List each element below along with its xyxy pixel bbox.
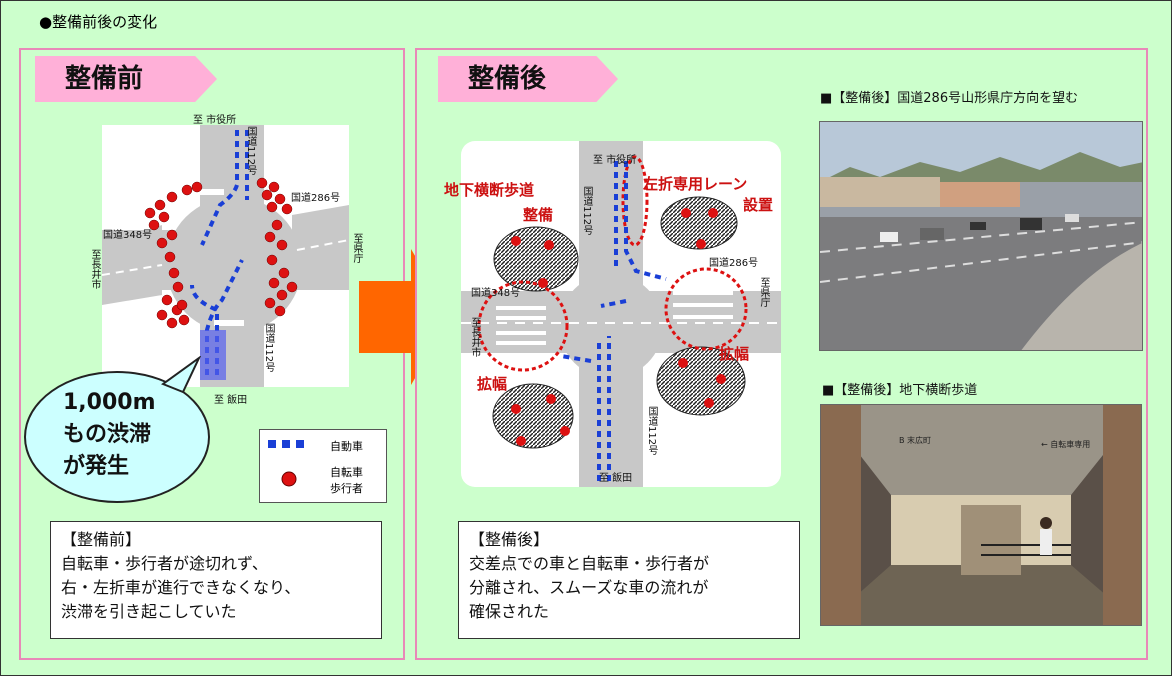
before-r112s-label: 国道112号 [263, 323, 274, 373]
widen-label-east: 拡幅 [719, 345, 750, 363]
legend-bike: 自転車 [330, 466, 363, 479]
bubble-tail [161, 356, 201, 394]
underpass-label: 地下横断歩道 [444, 181, 535, 199]
before-south-label: 至 飯田 [214, 395, 248, 406]
after-north-label: 至 市役所 [593, 155, 637, 166]
congestion-bubble [24, 371, 210, 503]
congestion-bubble-text: 1,000m もの渋滞 が発生 [63, 387, 156, 483]
photo-caption-underpass: ■【整備後】地下横断歩道 [822, 383, 978, 398]
after-r112s-label: 国道112号 [646, 406, 657, 456]
page-title: ●整備前後の変化 [39, 13, 158, 31]
road-photo [819, 121, 1143, 351]
after-east-label: 至県庁 [758, 277, 769, 307]
before-textbox: 【整備前】 自転車・歩行者が途切れず、 右・左折車が進行できなくなり、 渋滞を引… [50, 521, 382, 639]
before-r112n-label: 国道112号 [245, 126, 256, 176]
underpass-photo [820, 404, 1142, 626]
underpass-sign-2: ← 自転車専用 [1041, 440, 1091, 449]
bubble-line: 1,000m [63, 390, 156, 415]
photo-caption-road: ■【整備後】国道286号山形県庁方向を望む [820, 91, 1079, 106]
after-west-label: 至長井市 [469, 317, 480, 357]
leftlane-label-2: 設置 [743, 196, 774, 214]
before-box-line: 自転車・歩行者が途切れず、 [61, 554, 268, 573]
legend-walker: 歩行者 [330, 482, 363, 495]
legend-car: 自動車 [330, 440, 363, 453]
legend: 自動車 自転車 歩行者 [259, 429, 387, 503]
before-box-title: 【整備前】 [61, 530, 142, 549]
before-box-line: 渋滞を引き起こしていた [61, 602, 237, 621]
after-box-line: 分離され、スムーズな車の流れが [469, 578, 709, 597]
after-tag: 整備後 [438, 56, 618, 102]
bubble-line: が発生 [63, 454, 130, 479]
before-map-svg [101, 125, 350, 387]
road-photo-svg [820, 122, 1142, 350]
underpass-label-2: 整備 [523, 206, 554, 224]
car-legend-icon [268, 440, 304, 448]
after-box-title: 【整備後】 [469, 530, 550, 549]
before-north-label: 至 市役所 [193, 115, 237, 126]
widen-label-west: 拡幅 [477, 375, 508, 393]
before-r348-label: 国道348号 [103, 230, 153, 241]
after-map-svg [461, 141, 781, 487]
leftlane-label: 左折専用レーン [643, 175, 748, 193]
underpass-photo-svg [821, 405, 1141, 625]
after-textbox: 【整備後】 交差点での車と自転車・歩行者が 分離され、スムーズな車の流れが 確保… [458, 521, 800, 639]
before-r286-label: 国道286号 [291, 193, 341, 204]
after-r112n-label: 国道112号 [581, 186, 592, 236]
underpass-sign-1: B 末広町 [899, 436, 932, 445]
after-box-line: 確保された [469, 602, 550, 621]
bike-legend-icon [281, 471, 297, 487]
before-map [101, 125, 350, 387]
bubble-line: もの渋滞 [63, 422, 152, 447]
before-tag: 整備前 [35, 56, 217, 102]
after-south-label: 至 飯田 [599, 473, 633, 484]
after-r348-label: 国道348号 [471, 288, 521, 299]
before-box-line: 右・左折車が進行できなくなり、 [61, 578, 301, 597]
after-r286-label: 国道286号 [709, 258, 759, 269]
before-east-label: 至県庁 [351, 233, 362, 263]
after-box-line: 交差点での車と自転車・歩行者が [469, 554, 710, 573]
after-map [461, 141, 781, 487]
before-west-label: 至長井市 [89, 249, 100, 289]
